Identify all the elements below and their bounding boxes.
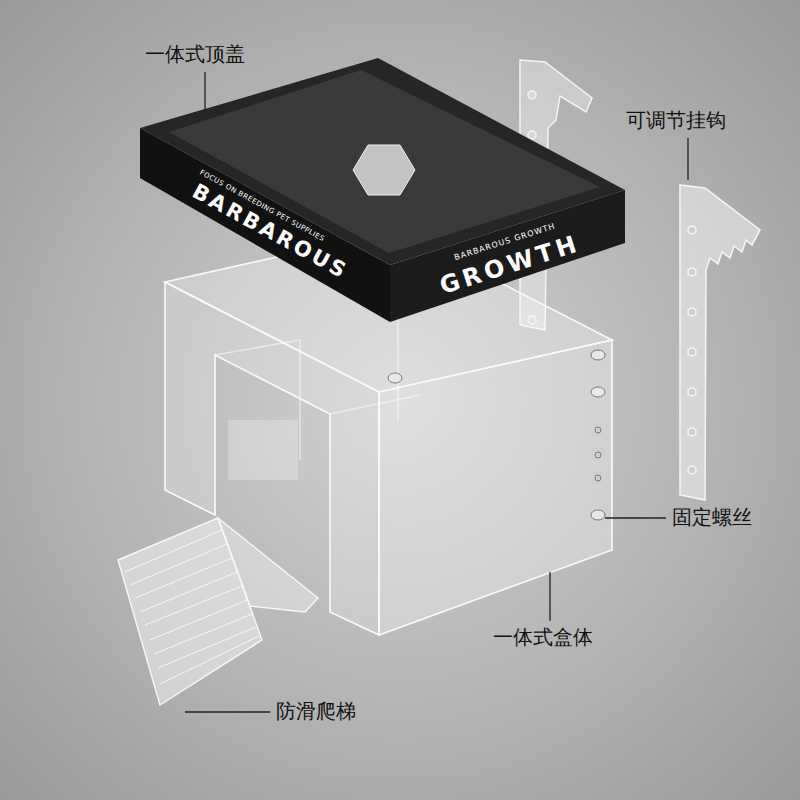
ramp (118, 518, 318, 705)
front-hook (680, 185, 760, 500)
lid-brand: BARBAROUS (188, 179, 353, 285)
screws (388, 350, 605, 520)
part-label: 防滑爬梯 (276, 699, 356, 723)
leader-lines (185, 72, 688, 712)
part-label: 一体式顶盖 (145, 42, 245, 66)
lid (140, 58, 625, 322)
part-label: 一体式盒体 (493, 625, 593, 649)
part-label: 固定螺丝 (672, 505, 752, 529)
part-label: 可调节挂钩 (626, 108, 726, 132)
